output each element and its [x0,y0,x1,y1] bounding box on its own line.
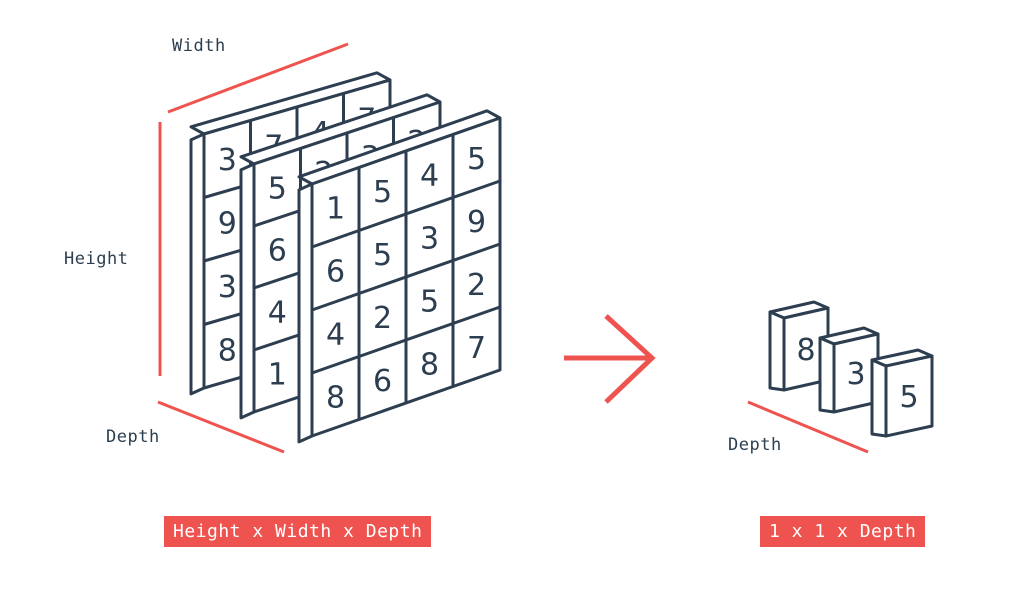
layer-side [189,132,206,396]
depth-axis-line-left [157,400,285,454]
cell-value: 5 [467,142,486,177]
cell-value: 8 [218,334,237,369]
cell-value: 3 [218,143,237,178]
input-shape-badge: Height x Width x Depth [164,516,432,547]
cell-value: 6 [268,233,287,268]
cell-value: 2 [467,268,486,303]
cell-value: 4 [420,158,439,193]
height-label: Height [64,249,129,269]
width-axis-line [167,42,349,114]
cell-value: 5 [420,284,439,319]
cube-face [884,354,934,438]
cell-value: 9 [467,205,486,240]
output-volume: 835 [768,300,934,438]
arrow-icon [564,314,656,404]
cell-value: 5 [268,171,287,206]
cell-value: 6 [373,364,392,399]
cube-value: 3 [846,357,865,392]
cell-value: 3 [420,221,439,256]
cell-value: 2 [373,301,392,336]
cell-value: 8 [420,347,439,382]
width-label: Width [172,36,226,56]
output-cube: 5 [870,348,934,438]
cube-value: 8 [796,333,815,368]
grid-row-line [311,305,501,375]
input-volume: 374793852326411545653942528687 [189,71,502,444]
cell-value: 1 [326,191,345,226]
cell-value: 9 [218,207,237,242]
output-cube: 3 [818,326,880,414]
depth-label-right: Depth [728,435,782,455]
cell-value: 1 [268,357,287,392]
depth-label-left: Depth [106,427,160,447]
cube-side [768,310,786,392]
cube-value: 5 [899,380,918,415]
grid-row-line [311,242,501,312]
depth-axis-line-right [747,400,869,454]
output-shape-badge: 1 x 1 x Depth [760,516,926,547]
layer-side [239,162,256,420]
cell-value: 6 [326,254,345,289]
cell-value: 5 [373,175,392,210]
cell-value: 3 [218,270,237,305]
cell-value: 8 [326,380,345,415]
cube-side [870,358,888,438]
layer-side [297,182,314,444]
cube-side [818,336,836,414]
cell-value: 4 [326,317,345,352]
cell-value: 5 [373,238,392,273]
cell-value: 4 [268,295,287,330]
cell-value: 7 [467,331,486,366]
